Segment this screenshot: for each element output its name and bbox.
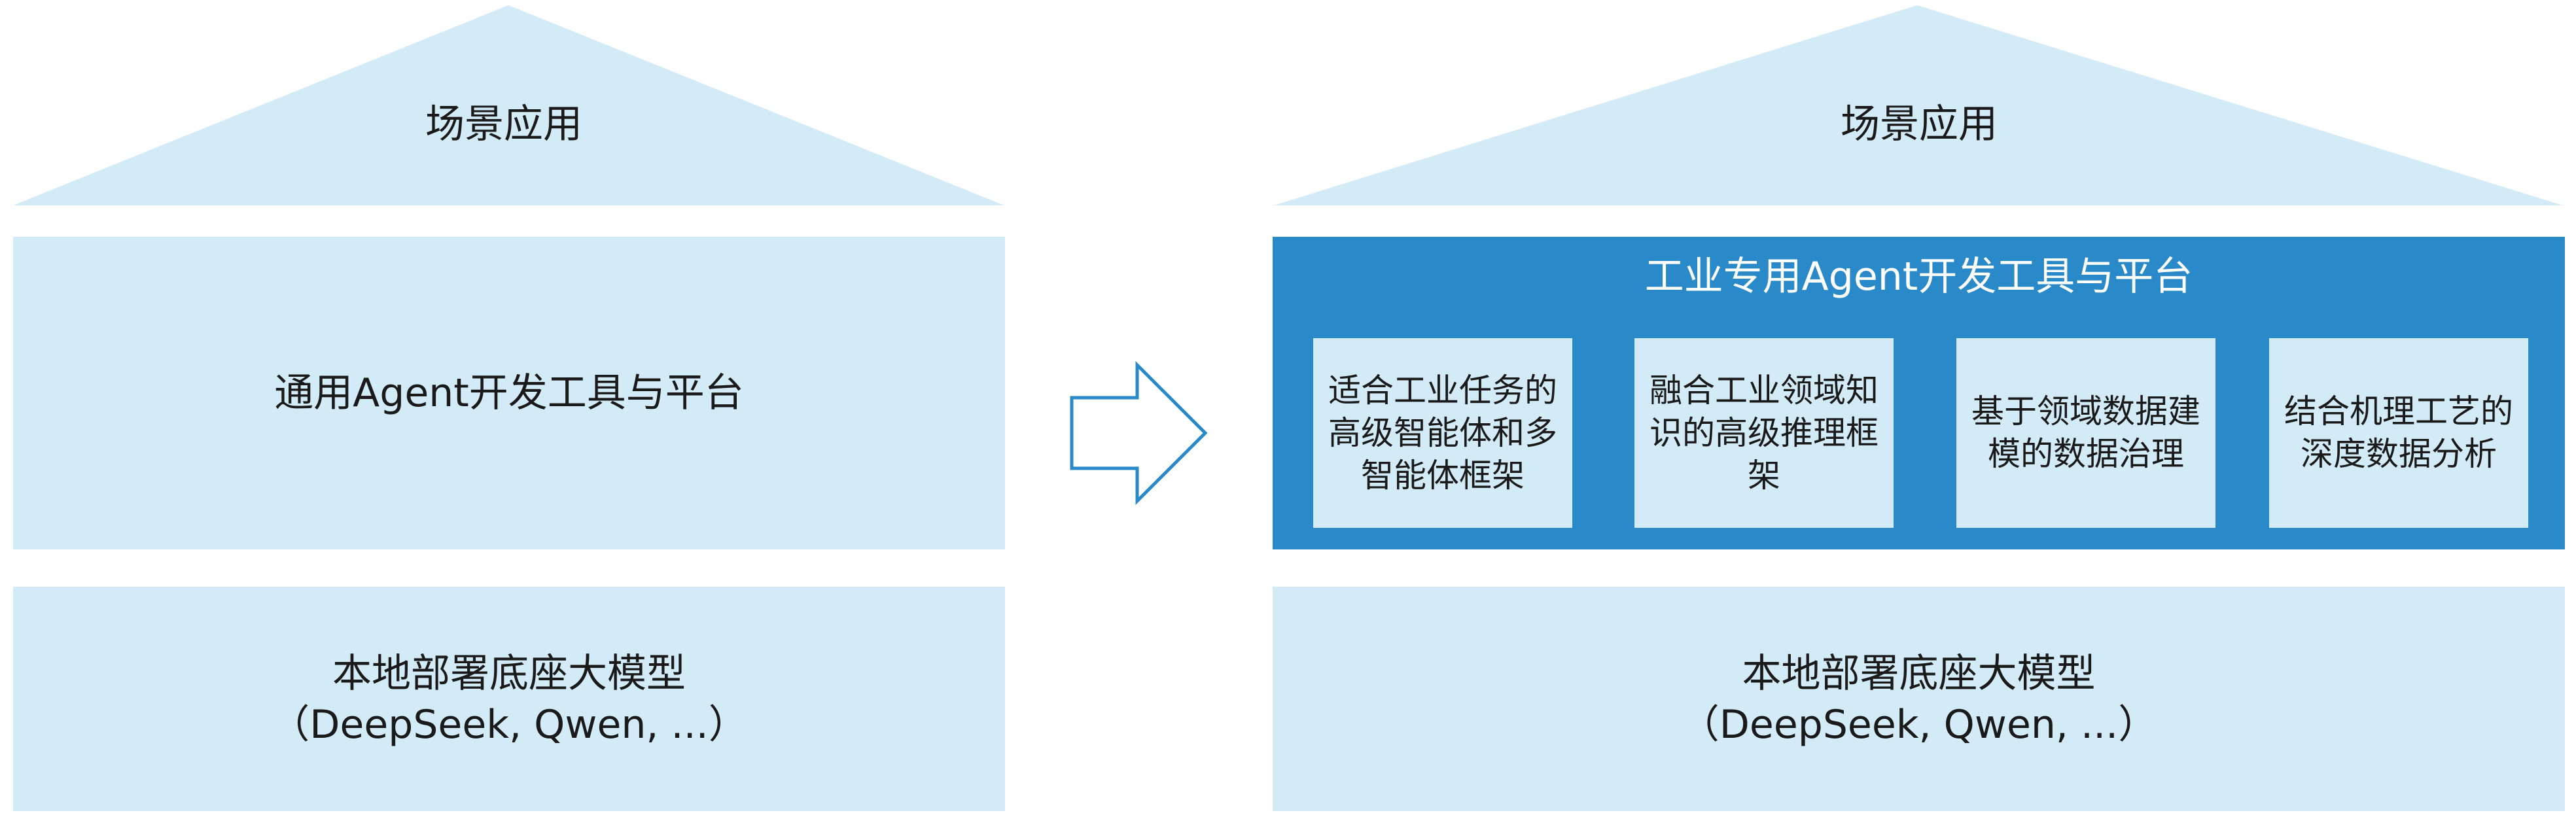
right-card-1: 适合工业任务的高级智能体和多智能体框架 [1313,338,1572,528]
right-arrow-icon [1070,361,1208,505]
left-platform-label: 通用Agent开发工具与平台 [274,370,744,416]
right-card-2: 融合工业领域知识的高级推理框架 [1634,338,1894,528]
left-base-line2: （DeepSeek, Qwen, ...） [270,701,748,748]
right-roof [1274,5,2563,205]
left-roof [13,5,1004,205]
right-platform-title: 工业专用Agent开发工具与平台 [1644,254,2193,300]
left-roof-label: 场景应用 [425,101,582,147]
right-roof-label: 场景应用 [1841,101,1998,147]
right-card-3: 基于领域数据建模的数据治理 [1956,338,2215,528]
right-base-line2: （DeepSeek, Qwen, ...） [1680,701,2158,748]
right-base-line1: 本地部署底座大模型 [1742,650,2096,697]
right-card-2-text: 融合工业领域知识的高级推理框架 [1650,371,1879,494]
right-card-1-text: 适合工业任务的高级智能体和多智能体框架 [1328,371,1557,494]
left-base-block: 本地部署底座大模型 （DeepSeek, Qwen, ...） [13,587,1005,811]
right-platform-block: 工业专用Agent开发工具与平台 适合工业任务的高级智能体和多智能体框架 融合工… [1273,237,2565,549]
left-platform-block: 通用Agent开发工具与平台 [13,237,1005,549]
right-card-4: 结合机理工艺的深度数据分析 [2269,338,2528,528]
right-card-3-text: 基于领域数据建模的数据治理 [1971,392,2200,473]
left-base-line1: 本地部署底座大模型 [332,650,686,697]
right-card-4-text: 结合机理工艺的深度数据分析 [2284,392,2513,473]
right-base-block: 本地部署底座大模型 （DeepSeek, Qwen, ...） [1273,587,2565,811]
